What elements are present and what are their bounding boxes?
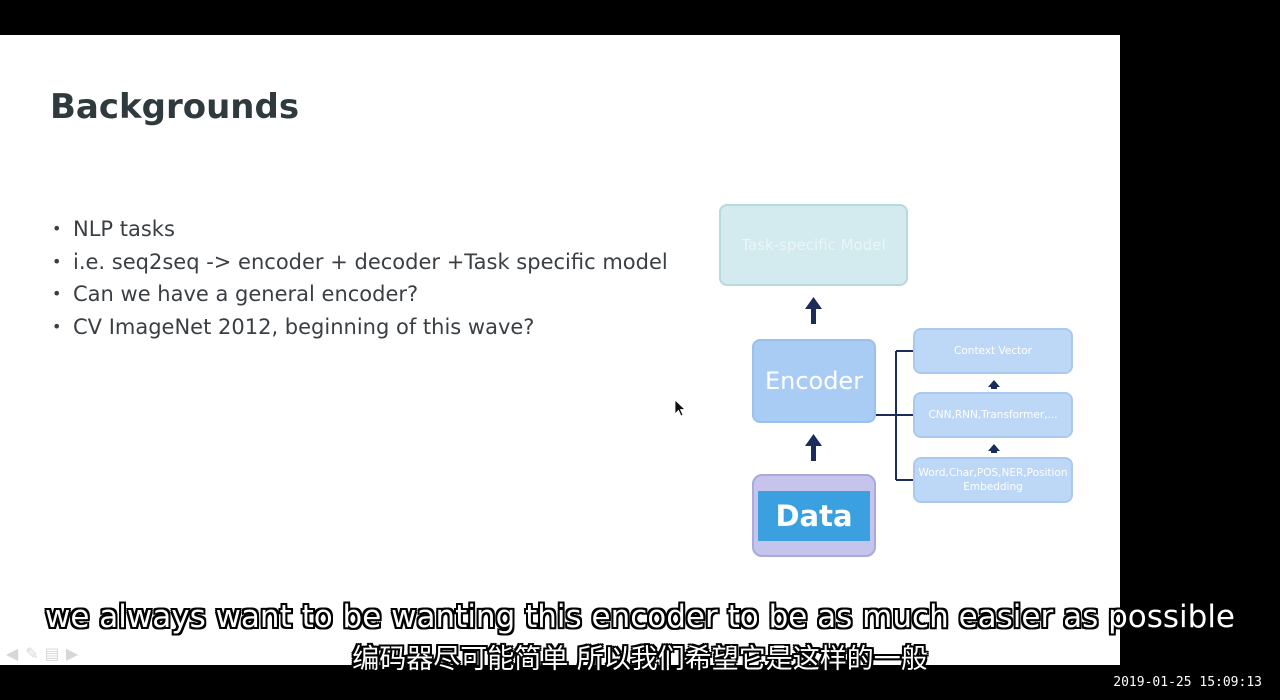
mouse-cursor-icon: [675, 400, 687, 417]
presentation-slide: Backgrounds NLP tasks i.e. seq2seq -> en…: [0, 35, 1120, 665]
arrow-up-icon: [805, 297, 822, 309]
bullet-item: NLP tasks: [52, 213, 668, 246]
menu-icon[interactable]: ▤: [44, 644, 60, 663]
encoder-diagram: Task-specific Model Encoder Data Context…: [718, 203, 1078, 561]
bullet-list: NLP tasks i.e. seq2seq -> encoder + deco…: [52, 213, 668, 343]
subtitle-chinese: 编码器尽可能简单 所以我们希望它是这样的一般: [352, 644, 928, 675]
subtitle-english: we always want to be wanting this encode…: [44, 599, 1236, 635]
slide-navigation[interactable]: ◀ ✎ ▤ ▶: [3, 645, 81, 663]
bracket-connector: [876, 350, 913, 481]
embedding-box: Word,Char,POS,NER,Position Embedding: [913, 457, 1073, 503]
prev-arrow-icon[interactable]: ◀: [5, 644, 19, 663]
small-arrow-up-icon: [988, 444, 1000, 451]
encoder-box: Encoder: [752, 339, 876, 423]
bullet-item: i.e. seq2seq -> encoder + decoder +Task …: [52, 246, 668, 279]
arrow-up-icon: [811, 307, 816, 324]
next-arrow-icon[interactable]: ▶: [65, 644, 79, 663]
arrow-up-icon: [811, 444, 816, 461]
context-vector-box: Context Vector: [913, 328, 1073, 374]
arrow-up-icon: [805, 434, 822, 446]
model-types-box: CNN,RNN,Transformer,...: [913, 392, 1073, 438]
bullet-item: Can we have a general encoder?: [52, 278, 668, 311]
small-arrow-up-icon: [988, 380, 1000, 387]
pen-icon[interactable]: ✎: [25, 644, 39, 663]
task-specific-model-box: Task-specific Model: [719, 204, 908, 286]
data-box: Data: [752, 474, 876, 557]
bullet-item: CV ImageNet 2012, beginning of this wave…: [52, 311, 668, 344]
video-timestamp: 2019-01-25 15:09:13: [1113, 675, 1262, 690]
slide-title: Backgrounds: [50, 87, 300, 127]
data-label: Data: [758, 490, 870, 541]
diagram-connectors: [805, 297, 1000, 481]
